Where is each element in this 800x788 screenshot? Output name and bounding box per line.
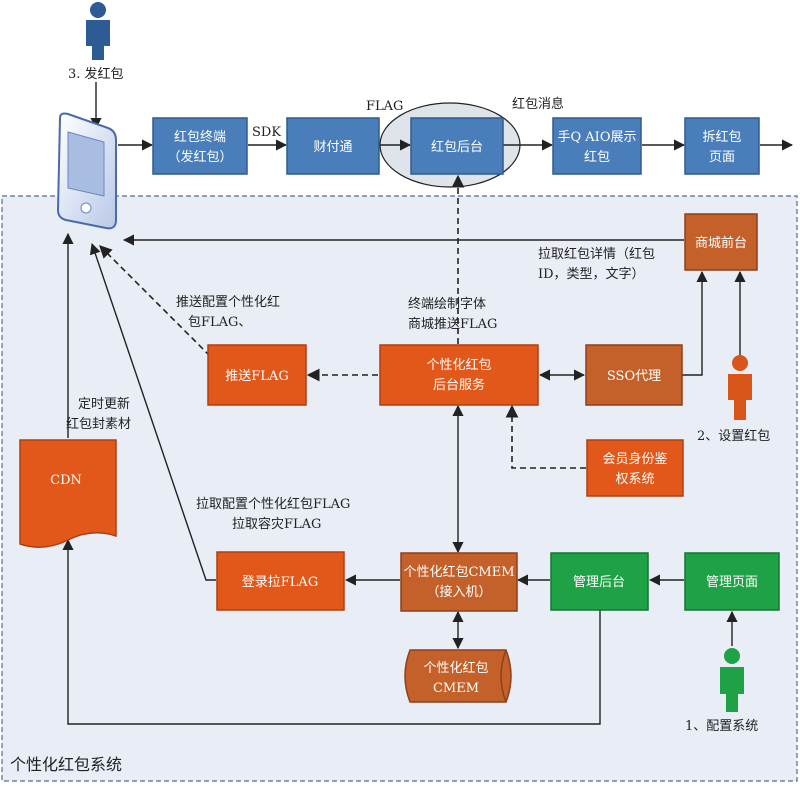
- label-flag: FLAG: [366, 99, 403, 114]
- cmem-store-line2: CMEM: [433, 681, 479, 696]
- pull-config-line2: 拉取容灾FLAG: [232, 516, 321, 532]
- display-line1: 手Q AIO展示: [558, 130, 637, 145]
- box-cdn: [19, 439, 117, 548]
- pull-config-line1: 拉取配置个性化红包FLAG: [196, 496, 350, 512]
- arrow-mgmt-cdn: [62, 538, 601, 725]
- push-config-line1: 推送配置个性化红: [176, 294, 280, 310]
- person-icon-config: [720, 648, 744, 712]
- pull-detail-line1: 拉取红包详情（红包: [538, 246, 655, 262]
- mgmt-backend-label: 管理后台: [573, 575, 625, 590]
- pull-detail-line2: ID，类型，文字）: [538, 267, 645, 282]
- mall-front-label: 商城前台: [695, 235, 747, 251]
- cmem-store-line1: 个性化红包: [423, 660, 488, 676]
- box-mgmt-backend: [550, 552, 649, 611]
- arrow-sso-mall: [682, 270, 708, 376]
- box-backend: [410, 117, 504, 175]
- box-pay: [286, 117, 380, 175]
- sso-label: SSO代理: [607, 369, 661, 384]
- cmem-access-line2: （接入机）: [426, 584, 491, 600]
- cmem-access-line1: 个性化红包CMEM: [403, 564, 514, 580]
- render-font-line1: 终端绘制字体: [408, 296, 486, 312]
- actor-set-label: 2、设置红包: [697, 428, 770, 444]
- box-push-flag: [207, 344, 307, 406]
- box-service: [379, 344, 539, 406]
- auth-line1: 会员身份鉴: [602, 451, 667, 467]
- open-line1: 拆红包: [702, 129, 741, 145]
- pay-label: 财付通: [313, 140, 352, 155]
- arrow-auth-service: [505, 404, 586, 469]
- actor-send-label: 3. 发红包: [68, 66, 124, 82]
- render-font-line2: 商城推送FLAG: [408, 317, 497, 332]
- box-cmem-access: [400, 552, 518, 612]
- terminal-line1: 红包终端: [174, 129, 226, 145]
- display-line2: 红包: [584, 149, 610, 165]
- push-config-line2: 包FLAG、: [188, 315, 251, 330]
- cdn-update-line1: 定时更新: [78, 396, 130, 412]
- box-mall-front: [684, 213, 758, 271]
- push-flag-label: 推送FLAG: [225, 369, 288, 384]
- label-sdk: SDK: [252, 125, 281, 140]
- box-sso: [585, 344, 683, 406]
- box-auth: [586, 439, 684, 497]
- person-icon-send: [86, 2, 110, 60]
- open-line2: 页面: [709, 150, 735, 165]
- service-line2: 后台服务: [433, 377, 485, 393]
- arrow-login-phone: [89, 242, 216, 581]
- cdn-update-line2: 红包封素材: [66, 416, 131, 432]
- backend-label: 红包后台: [431, 139, 483, 155]
- box-display: [552, 117, 642, 175]
- box-login-pull: [216, 551, 345, 611]
- cylinder-cmem-store: [404, 649, 512, 703]
- arrow-push-phone: [99, 245, 211, 357]
- system-label: 个性化红包系统: [10, 755, 122, 774]
- service-line1: 个性化红包: [426, 357, 491, 373]
- label-msg: 红包消息: [512, 96, 564, 112]
- actor-config-label: 1、配置系统: [685, 719, 758, 734]
- terminal-line2: （发红包）: [167, 149, 232, 165]
- cdn-label: CDN: [50, 473, 82, 488]
- login-pull-label: 登录拉FLAG: [242, 575, 318, 590]
- box-open-page: [684, 117, 760, 175]
- box-terminal: [152, 117, 248, 175]
- person-icon-set: [728, 355, 752, 420]
- auth-line2: 权系统: [615, 471, 654, 487]
- phone-device: [56, 112, 117, 230]
- box-mgmt-page: [684, 552, 780, 611]
- mgmt-page-label: 管理页面: [706, 575, 758, 590]
